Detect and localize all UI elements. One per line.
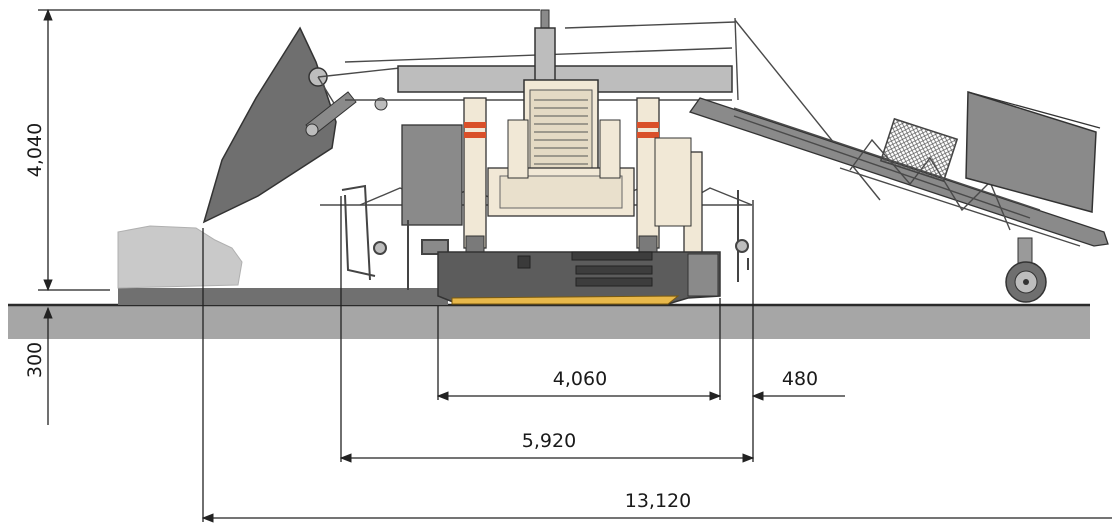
dimension-lines xyxy=(38,8,1112,523)
rear-step-assembly xyxy=(341,184,449,290)
support-wheel xyxy=(1005,237,1047,303)
height-dimension-label: 4,040 xyxy=(24,123,46,177)
crawler-length-label: 4,060 xyxy=(553,368,607,390)
spoil-pile xyxy=(117,225,243,289)
discharge-chute xyxy=(202,26,401,224)
track-span-label: 5,920 xyxy=(522,430,576,452)
conveyor-belt xyxy=(688,90,1109,247)
engine-unit xyxy=(487,79,635,217)
overall-length-label: 13,120 xyxy=(625,490,691,512)
top-hydraulic-ram xyxy=(534,9,556,83)
crawler-track xyxy=(437,251,721,305)
front-step-assembly xyxy=(735,190,749,282)
rear-housing xyxy=(401,124,463,226)
ground-section xyxy=(8,305,1090,339)
trench-strip xyxy=(118,288,448,305)
rear-overhang-label: 480 xyxy=(782,368,818,390)
hopper xyxy=(965,90,1097,213)
side-panel xyxy=(654,137,692,227)
lifting-column-left xyxy=(463,97,487,255)
lifting-column-right xyxy=(636,97,660,255)
conveyor-mesh-guard xyxy=(879,117,959,183)
depth-dimension-label: 300 xyxy=(24,342,46,378)
